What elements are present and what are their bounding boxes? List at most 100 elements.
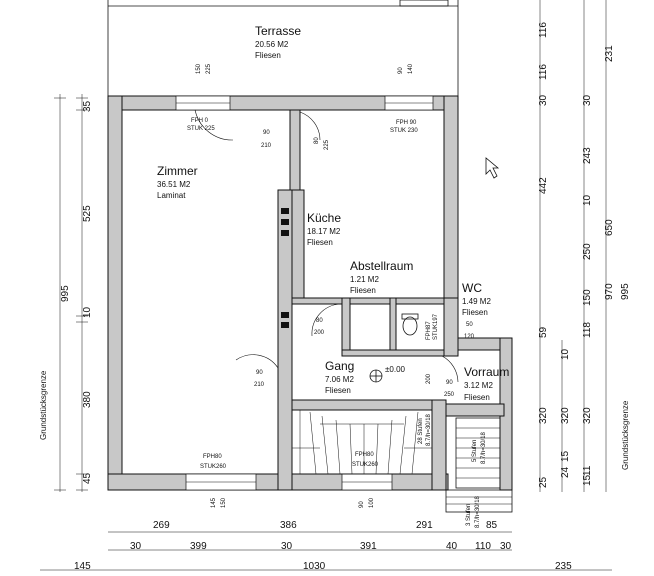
dim-r3-11: 11 bbox=[582, 465, 593, 476]
dim-b3-1030: 1030 bbox=[303, 561, 326, 572]
door-swings bbox=[194, 109, 459, 383]
windows bbox=[175, 95, 434, 491]
room-name-abstellraum: Abstellraum bbox=[350, 259, 413, 273]
open-t150: 150 bbox=[196, 63, 202, 74]
open-b90: 90 bbox=[359, 501, 365, 508]
dim-b2-391: 391 bbox=[360, 541, 377, 552]
dim-b1-386: 386 bbox=[280, 520, 297, 531]
label-stufen1: 28 Stufen bbox=[418, 418, 424, 444]
dim-r3-243: 243 bbox=[582, 147, 593, 164]
terrace-outline bbox=[107, 0, 459, 98]
room-area-abstellraum: 1.21 M2 bbox=[350, 275, 379, 284]
open-g90: 90 bbox=[256, 370, 263, 376]
dim-left-35: 35 bbox=[82, 100, 93, 112]
label-fph80b: FPH80 bbox=[355, 452, 374, 458]
dims-bottom: 269 386 291 85 30 399 30 391 40 110 30 1… bbox=[40, 520, 612, 572]
dim-left-525: 525 bbox=[82, 205, 93, 222]
dim-b2-40: 40 bbox=[446, 541, 458, 552]
room-area-vorraum: 3.12 M2 bbox=[464, 381, 493, 390]
dim-b2-399: 399 bbox=[190, 541, 207, 552]
open-b100: 100 bbox=[369, 497, 375, 508]
open-w120: 120 bbox=[464, 334, 475, 340]
label-stuk197: STUK197 bbox=[433, 313, 439, 340]
dim-b4-85: 85 bbox=[486, 520, 498, 531]
dim-r3-30: 30 bbox=[582, 94, 593, 106]
dim-r3-15: 15 bbox=[582, 474, 593, 486]
room-area-kueche: 18.17 M2 bbox=[307, 227, 341, 236]
toilet-icon bbox=[401, 313, 419, 336]
dim-r3-10: 10 bbox=[582, 194, 593, 206]
dim-b3-145: 145 bbox=[74, 561, 91, 572]
open-k90: 90 bbox=[263, 130, 270, 136]
dim-r1-116a: 116 bbox=[538, 22, 549, 38]
label-stufen1b: 8.7/h=30/18 bbox=[426, 413, 432, 446]
label-fph80: FPH80 bbox=[203, 454, 222, 460]
room-floor-abstellraum: Fliesen bbox=[350, 286, 376, 295]
open-b150: 150 bbox=[221, 497, 227, 508]
dim-r1-320: 320 bbox=[538, 407, 549, 424]
label-stufen2: 5 Stufen bbox=[472, 440, 478, 462]
dim-r2-15: 15 bbox=[560, 450, 571, 462]
dim-b2-110: 110 bbox=[475, 541, 491, 552]
room-name-wc: WC bbox=[462, 281, 482, 295]
mouse-cursor-icon bbox=[485, 157, 500, 179]
room-name-kueche: Küche bbox=[307, 211, 341, 225]
label-grundstueck-right: Grundstücksgrenze bbox=[621, 400, 630, 470]
dim-r1-25: 25 bbox=[538, 476, 549, 488]
open-w50: 50 bbox=[466, 322, 473, 328]
dim-r3-150: 150 bbox=[582, 289, 593, 306]
open-gr200: 200 bbox=[426, 373, 432, 384]
dim-b3-235: 235 bbox=[555, 561, 572, 572]
stair-vorraum bbox=[445, 417, 513, 513]
open-k210: 210 bbox=[261, 143, 272, 149]
room-floor-vorraum: Fliesen bbox=[464, 393, 490, 402]
dim-left-45: 45 bbox=[82, 472, 93, 484]
open-g210: 210 bbox=[254, 382, 265, 388]
room-area-gang: 7.06 M2 bbox=[325, 375, 354, 384]
room-labels: Terrasse 20.56 M2 Fliesen Zimmer 36.51 M… bbox=[157, 24, 509, 402]
dim-r5-995: 995 bbox=[620, 283, 631, 300]
label-stuk260b: STUK260 bbox=[352, 462, 379, 468]
dim-b1-269: 269 bbox=[153, 520, 170, 531]
open-a80: 80 bbox=[316, 318, 323, 324]
room-floor-zimmer: Laminat bbox=[157, 191, 186, 200]
label-fph90: FPH 90 bbox=[396, 120, 417, 126]
room-floor-gang: Fliesen bbox=[325, 386, 351, 395]
dim-r1-442: 442 bbox=[538, 177, 549, 194]
room-name-zimmer: Zimmer bbox=[157, 164, 198, 178]
open-v90: 90 bbox=[446, 380, 453, 386]
label-grundstueck-left: Grundstücksgrenze bbox=[39, 370, 48, 440]
dim-r3-320: 320 bbox=[582, 407, 593, 424]
dim-r1-30: 30 bbox=[538, 94, 549, 106]
dim-left-995: 995 bbox=[60, 285, 71, 302]
open-v250: 250 bbox=[444, 392, 455, 398]
label-fph0: FPH 0 bbox=[191, 118, 209, 124]
dim-left-380: 380 bbox=[82, 391, 93, 408]
dim-b2-30c: 30 bbox=[500, 541, 512, 552]
stair-gang bbox=[291, 410, 433, 475]
room-name-vorraum: Vorraum bbox=[464, 365, 509, 379]
dim-r4-231: 231 bbox=[604, 45, 615, 62]
dim-r3-118: 118 bbox=[582, 322, 593, 338]
dim-r1-59: 59 bbox=[538, 326, 549, 338]
dim-r2-24: 24 bbox=[560, 466, 571, 478]
label-stufen3: 3 Stufen bbox=[466, 504, 472, 526]
dim-r4-650: 650 bbox=[604, 219, 615, 236]
dim-r3-250: 250 bbox=[582, 243, 593, 260]
dim-r1-116b: 116 bbox=[538, 64, 549, 80]
room-name-gang: Gang bbox=[325, 359, 354, 373]
open-t90: 90 bbox=[398, 67, 404, 74]
dim-b1-291: 291 bbox=[416, 520, 433, 531]
open-a200: 200 bbox=[314, 330, 325, 336]
opening-labels: FPH 0 STUK 225 FPH 90 STUK 230 FPH80 STU… bbox=[187, 63, 487, 528]
label-stuk230: STUK 230 bbox=[390, 128, 418, 134]
dims-left: 35 525 10 380 45 995 Grundstücksgrenze bbox=[39, 94, 93, 492]
room-floor-kueche: Fliesen bbox=[307, 238, 333, 247]
room-name-terrasse: Terrasse bbox=[255, 24, 301, 38]
label-level: ±0.00 bbox=[385, 365, 406, 374]
room-area-wc: 1.49 M2 bbox=[462, 297, 491, 306]
kitchen-icons bbox=[281, 208, 289, 328]
open-b145: 145 bbox=[211, 497, 217, 508]
dim-left-10: 10 bbox=[82, 306, 93, 318]
